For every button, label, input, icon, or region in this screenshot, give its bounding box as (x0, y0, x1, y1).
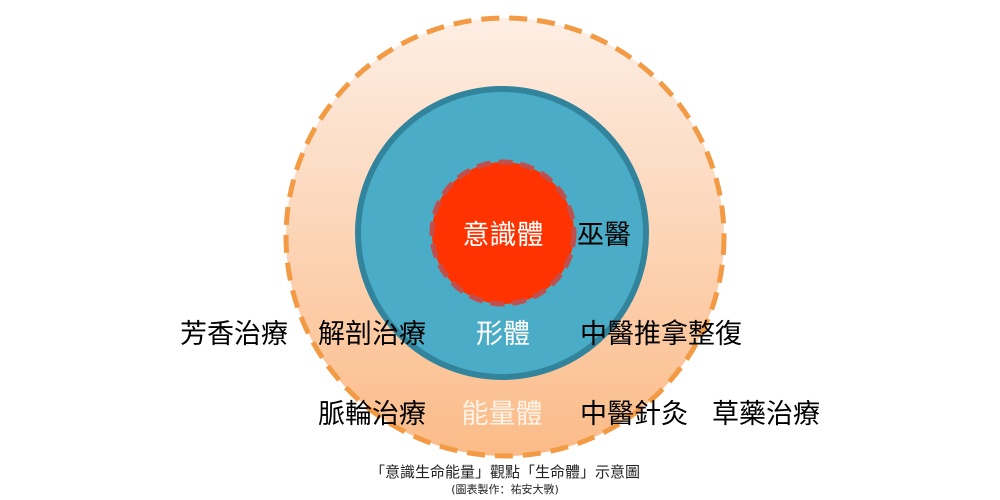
inner-circle-consciousness-body (429, 159, 577, 307)
caption-credit: (圖表製作：祐安大斆) (451, 483, 559, 496)
label-acupuncture: 中醫針灸 (580, 399, 688, 430)
label-chakra-therapy: 脈輪治療 (318, 399, 426, 430)
label-tuina: 中醫推拿整復 (580, 319, 742, 350)
label-anatomy-therapy: 解剖治療 (318, 319, 426, 350)
middle-circle-label: 形體 (476, 319, 530, 350)
label-herbal-therapy: 草藥治療 (712, 399, 820, 430)
outer-circle-label: 能量體 (461, 399, 543, 430)
label-wu-yi: 巫醫 (577, 220, 631, 251)
inner-circle-label: 意識體 (462, 220, 544, 251)
caption-title: 「意識生命能量」觀點「生命體」示意圖 (369, 463, 641, 481)
label-aroma-therapy: 芳香治療 (180, 319, 288, 350)
